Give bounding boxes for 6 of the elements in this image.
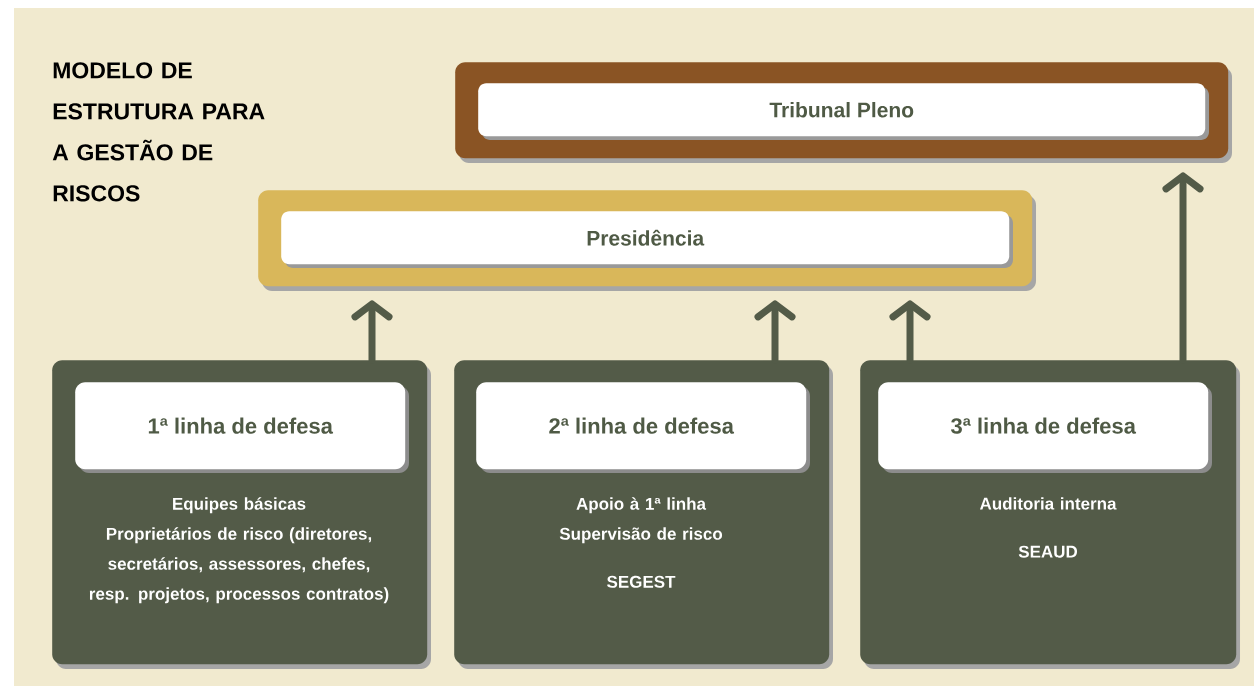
defense-panel: 1ª linha de defesa Equipes básicas Proprietários de risco (diretores, secretários, assessores, chefes, resp. projetos, processos contratos)	[52, 360, 431, 669]
defense-panel: 3ª linha de defesa Auditoria interna SEAUD	[860, 360, 1240, 669]
arrow	[1162, 172, 1204, 364]
defense-panel: 2ª linha de defesa Apoio à 1ª linha Supervisão de risco SEGEST	[454, 360, 833, 669]
level-band: Presidência	[258, 190, 1036, 291]
level-band: Tribunal Pleno	[455, 62, 1232, 163]
